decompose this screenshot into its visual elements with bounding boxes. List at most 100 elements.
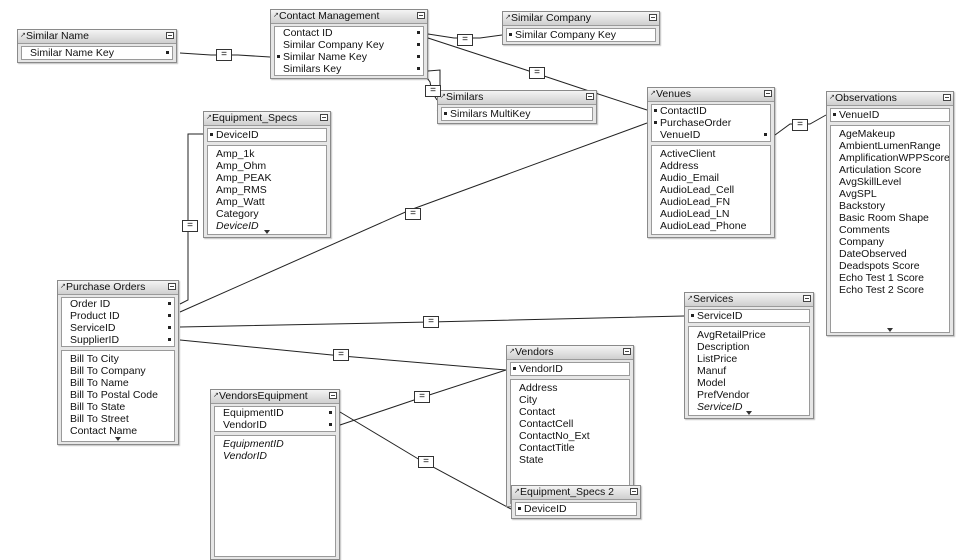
field-row[interactable]: Amp_1k <box>216 148 255 160</box>
relationship-line[interactable] <box>179 133 203 305</box>
field-row[interactable]: AgeMakeup <box>839 128 896 140</box>
field-row[interactable]: AvgSkillLevel <box>839 176 902 188</box>
key-field[interactable]: Similar Name Key <box>22 47 172 59</box>
field-row[interactable]: ContactTitle <box>519 442 575 454</box>
table-header[interactable]: ↗Similar Name <box>18 30 176 44</box>
field-row[interactable]: Audio_Email <box>660 172 719 184</box>
table-menu-icon[interactable] <box>586 93 594 100</box>
table-header[interactable]: ↗Observations <box>827 92 953 106</box>
field-row[interactable]: Contact <box>519 406 556 418</box>
field-row[interactable]: Comments <box>839 224 890 236</box>
field-row[interactable]: ContactCell <box>519 418 574 430</box>
field-row[interactable]: Echo Test 2 Score <box>839 284 925 296</box>
table-header[interactable]: ↗Equipment_Specs 2 <box>512 486 640 500</box>
table-header[interactable]: ↗Similars <box>438 91 596 105</box>
field-row[interactable]: Bill To State <box>70 401 126 413</box>
field-row[interactable]: City <box>519 394 538 406</box>
equals-operator-icon[interactable]: = <box>529 67 545 79</box>
equals-operator-icon[interactable]: = <box>792 119 808 131</box>
key-field[interactable]: Similar Company Key <box>507 29 655 41</box>
key-field[interactable]: VenueID <box>652 129 770 141</box>
table-menu-icon[interactable] <box>166 32 174 39</box>
field-row[interactable]: Bill To Postal Code <box>70 389 158 401</box>
key-field[interactable]: Similars Key <box>275 63 423 75</box>
field-row[interactable]: State <box>519 454 544 466</box>
key-field[interactable]: EquipmentID <box>215 407 335 419</box>
field-row[interactable]: Amp_Ohm <box>216 160 267 172</box>
field-row[interactable]: Bill To City <box>70 353 119 365</box>
field-row[interactable]: ContactNo_Ext <box>519 430 590 442</box>
field-row[interactable]: Company <box>839 236 884 248</box>
table-header[interactable]: ↗VendorsEquipment <box>211 390 339 404</box>
field-row[interactable]: ListPrice <box>697 353 738 365</box>
field-row[interactable]: DeviceID <box>216 220 259 232</box>
equals-operator-icon[interactable]: = <box>423 316 439 328</box>
equals-operator-icon[interactable]: = <box>457 34 473 46</box>
equals-operator-icon[interactable]: = <box>418 456 434 468</box>
field-row[interactable]: Model <box>697 377 726 389</box>
field-row[interactable]: Contact Name <box>70 425 138 437</box>
field-row[interactable]: AvgSPL <box>839 188 877 200</box>
key-field[interactable]: Order ID <box>62 298 174 310</box>
field-row[interactable]: Deadspots Score <box>839 260 920 272</box>
field-row[interactable]: ServiceID <box>697 401 743 413</box>
more-fields-arrow-icon[interactable] <box>887 328 893 332</box>
table-menu-icon[interactable] <box>168 283 176 290</box>
key-field[interactable]: ContactID <box>652 105 770 117</box>
key-field[interactable]: Similar Name Key <box>275 51 423 63</box>
key-field[interactable]: ServiceID <box>62 322 174 334</box>
field-row[interactable]: Echo Test 1 Score <box>839 272 925 284</box>
field-row[interactable]: AmplificationWPPScore <box>839 152 950 164</box>
table-menu-icon[interactable] <box>764 90 772 97</box>
key-field[interactable]: PurchaseOrder <box>652 117 770 129</box>
table-menu-icon[interactable] <box>623 348 631 355</box>
table-header[interactable]: ↗Vendors <box>507 346 633 360</box>
table-header[interactable]: ↗Contact Management <box>271 10 427 24</box>
key-field[interactable]: Product ID <box>62 310 174 322</box>
field-row[interactable]: DateObserved <box>839 248 907 260</box>
field-row[interactable]: Bill To Name <box>70 377 129 389</box>
equals-operator-icon[interactable]: = <box>182 220 198 232</box>
field-row[interactable]: Bill To Street <box>70 413 129 425</box>
equals-operator-icon[interactable]: = <box>405 208 421 220</box>
field-row[interactable]: Backstory <box>839 200 886 212</box>
table-equipment-specs-2[interactable]: ↗Equipment_Specs 2 DeviceID <box>511 485 641 519</box>
table-menu-icon[interactable] <box>943 94 951 101</box>
field-row[interactable]: Amp_RMS <box>216 184 267 196</box>
key-field[interactable]: VendorID <box>511 363 629 375</box>
key-field[interactable]: VendorID <box>215 419 335 431</box>
table-header[interactable]: ↗Equipment_Specs <box>204 112 330 126</box>
table-menu-icon[interactable] <box>649 14 657 21</box>
equals-operator-icon[interactable]: = <box>333 349 349 361</box>
key-field[interactable]: SupplierID <box>62 334 174 346</box>
field-row[interactable]: Description <box>697 341 750 353</box>
field-row[interactable]: VendorID <box>223 450 267 462</box>
key-field[interactable]: DeviceID <box>516 503 636 515</box>
key-field[interactable]: VenueID <box>831 109 949 121</box>
field-row[interactable]: AudioLead_Cell <box>660 184 735 196</box>
field-row[interactable]: Manuf <box>697 365 727 377</box>
key-field[interactable]: ServiceID <box>689 310 809 322</box>
key-field[interactable]: Similar Company Key <box>275 39 423 51</box>
field-row[interactable]: AmbientLumenRange <box>839 140 941 152</box>
relationship-line[interactable] <box>427 37 648 111</box>
field-row[interactable]: Amp_PEAK <box>216 172 272 184</box>
more-fields-arrow-icon[interactable] <box>264 230 270 234</box>
more-fields-arrow-icon[interactable] <box>115 437 121 441</box>
field-row[interactable]: Address <box>660 160 699 172</box>
table-header[interactable]: ↗Services <box>685 293 813 307</box>
field-row[interactable]: Category <box>216 208 259 220</box>
field-row[interactable]: EquipmentID <box>223 438 284 450</box>
